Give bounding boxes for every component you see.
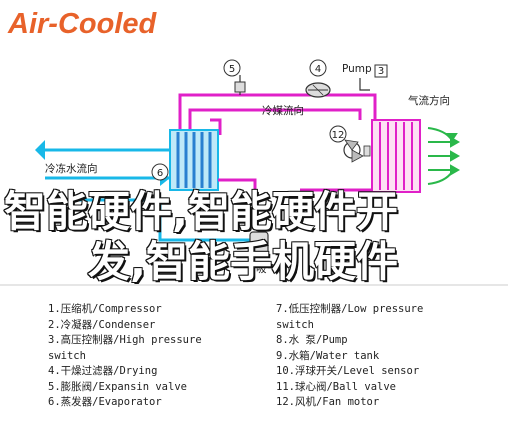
coolant-arrow-left bbox=[35, 140, 45, 160]
legend-item: switch bbox=[48, 349, 86, 362]
legend-item: 10.浮球开关/Level sensor bbox=[276, 365, 420, 377]
condenser-coil bbox=[371, 119, 421, 193]
pump-pipe bbox=[359, 78, 370, 91]
legend-item: 3.高压控制器/High pressure bbox=[48, 334, 202, 346]
label-suction-side: 吸气管路 bbox=[256, 262, 298, 275]
airflow-arrows bbox=[427, 127, 461, 185]
fan-icon bbox=[343, 139, 371, 163]
overlay-line-2: 发,智能手机硬件 bbox=[87, 236, 398, 287]
label-refrigerant-flow: 冷媒流向 bbox=[262, 104, 304, 117]
overlay-line-1: 智能硬件,智能硬件开 bbox=[3, 186, 398, 237]
legend-item: 9.水箱/Water tank bbox=[276, 349, 380, 362]
label-pump: Pump bbox=[342, 63, 372, 75]
legend-item: switch bbox=[276, 318, 314, 331]
page-title: Air-Cooled bbox=[8, 8, 157, 40]
legend-item: 12.风机/Fan motor bbox=[276, 396, 380, 408]
legend-item: 4.干燥过滤器/Drying bbox=[48, 365, 158, 377]
legend-item: 2.冷凝器/Condenser bbox=[48, 318, 156, 331]
evaporator-block bbox=[169, 129, 219, 191]
label-coolant-flow: 冷冻水流向 bbox=[45, 162, 98, 175]
legend-item: 5.膨胀阀/Expansin valve bbox=[48, 380, 187, 393]
callout-numbers: 5 4 3 12 6 bbox=[151, 59, 388, 181]
legend-item: 11.球心阀/Ball valve bbox=[276, 380, 397, 393]
refrigerant-pipe-top bbox=[178, 93, 377, 130]
expansion-valve-icon bbox=[234, 75, 246, 95]
legend-left: 1.压缩机/Compressor 2.冷凝器/Condenser 3.高压控制器… bbox=[48, 302, 202, 411]
legend-item: 1.压缩机/Compressor bbox=[48, 303, 162, 315]
refrigerant-pipe-return bbox=[300, 108, 362, 120]
legend-item: 7.低压控制器/Low pressure bbox=[276, 303, 424, 315]
callout-6: 6 bbox=[157, 168, 163, 179]
legend-item: 6.蒸发器/Evaporator bbox=[48, 396, 162, 408]
compressor-icon bbox=[249, 231, 269, 257]
callout-4: 4 bbox=[315, 64, 321, 75]
legend-right: 7.低压控制器/Low pressure switch 8.水 泵/Pump 9… bbox=[276, 302, 423, 411]
legend-item: 8.水 泵/Pump bbox=[276, 334, 348, 346]
coolant-pipes bbox=[45, 148, 260, 242]
label-airflow-direction: 气流方向 bbox=[408, 94, 450, 107]
callout-3: 3 bbox=[378, 66, 384, 77]
callout-12: 12 bbox=[332, 130, 345, 141]
pump-icon bbox=[305, 82, 331, 98]
callout-5: 5 bbox=[229, 64, 235, 75]
